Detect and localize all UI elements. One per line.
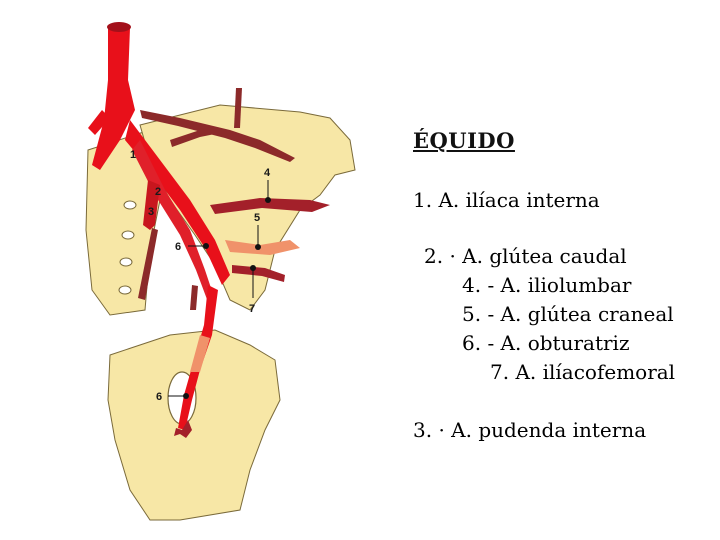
obturator-artery-light [190,335,210,372]
dark-branch-top [234,88,242,128]
iliacofemoral-artery [232,265,285,282]
dark-branch-side [170,128,215,147]
aorta-opening [107,22,131,32]
dark-branch-upper [140,110,295,162]
diagram-label-6: 6 [175,241,181,253]
diagram-label-1: 1 [130,149,136,161]
artery-branch-left [88,110,110,135]
diagram-label-4: 4 [264,167,271,179]
legend-title: ÉQUIDO [413,128,515,153]
marker-dot-7 [250,265,256,271]
marker-dot-6 [203,243,209,249]
diagram-label-3: 3 [148,206,154,218]
legend-item-2: 2. · A. glútea caudal [424,244,627,268]
sacral-foramen [121,230,135,240]
marker-dot-4 [265,197,271,203]
legend-item-4: 4. - A. iliolumbar [462,273,632,297]
marker-dot-5 [255,244,261,250]
legend-item-3: 3. · A. pudenda interna [413,418,647,442]
obturator-branch [174,420,192,438]
caudal-gluteal-artery [143,180,160,230]
cranial-gluteal-artery [225,240,300,255]
sacral-foramen [119,257,133,267]
diagram-label-2: 2 [155,186,161,198]
diagram-label-5: 5 [254,212,260,224]
left-dark-branch [190,285,198,310]
sacral-foramen [118,285,132,295]
pubis-ischium-bone [107,329,281,521]
pudendal-artery [138,228,158,300]
anatomy-diagram: 1 2 3 4 5 6 7 6 [85,22,356,521]
diagram-label-7: 7 [249,303,255,315]
legend-item-1: 1. A. ilíaca interna [413,188,600,212]
aorta [92,28,135,170]
legend-item-5: 5. - A. glútea craneal [462,302,674,326]
diagram-label-6-lower: 6 [156,391,162,403]
iliolumbar-artery [210,198,330,214]
legend-item-7: 7. A. ilíacofemoral [490,360,676,384]
sacral-foramen [123,200,137,210]
legend-item-6: 6. - A. obturatriz [462,331,630,355]
marker-dot-6-lower [183,393,189,399]
internal-iliac-artery [125,120,230,285]
internal-iliac-branch [132,140,215,302]
